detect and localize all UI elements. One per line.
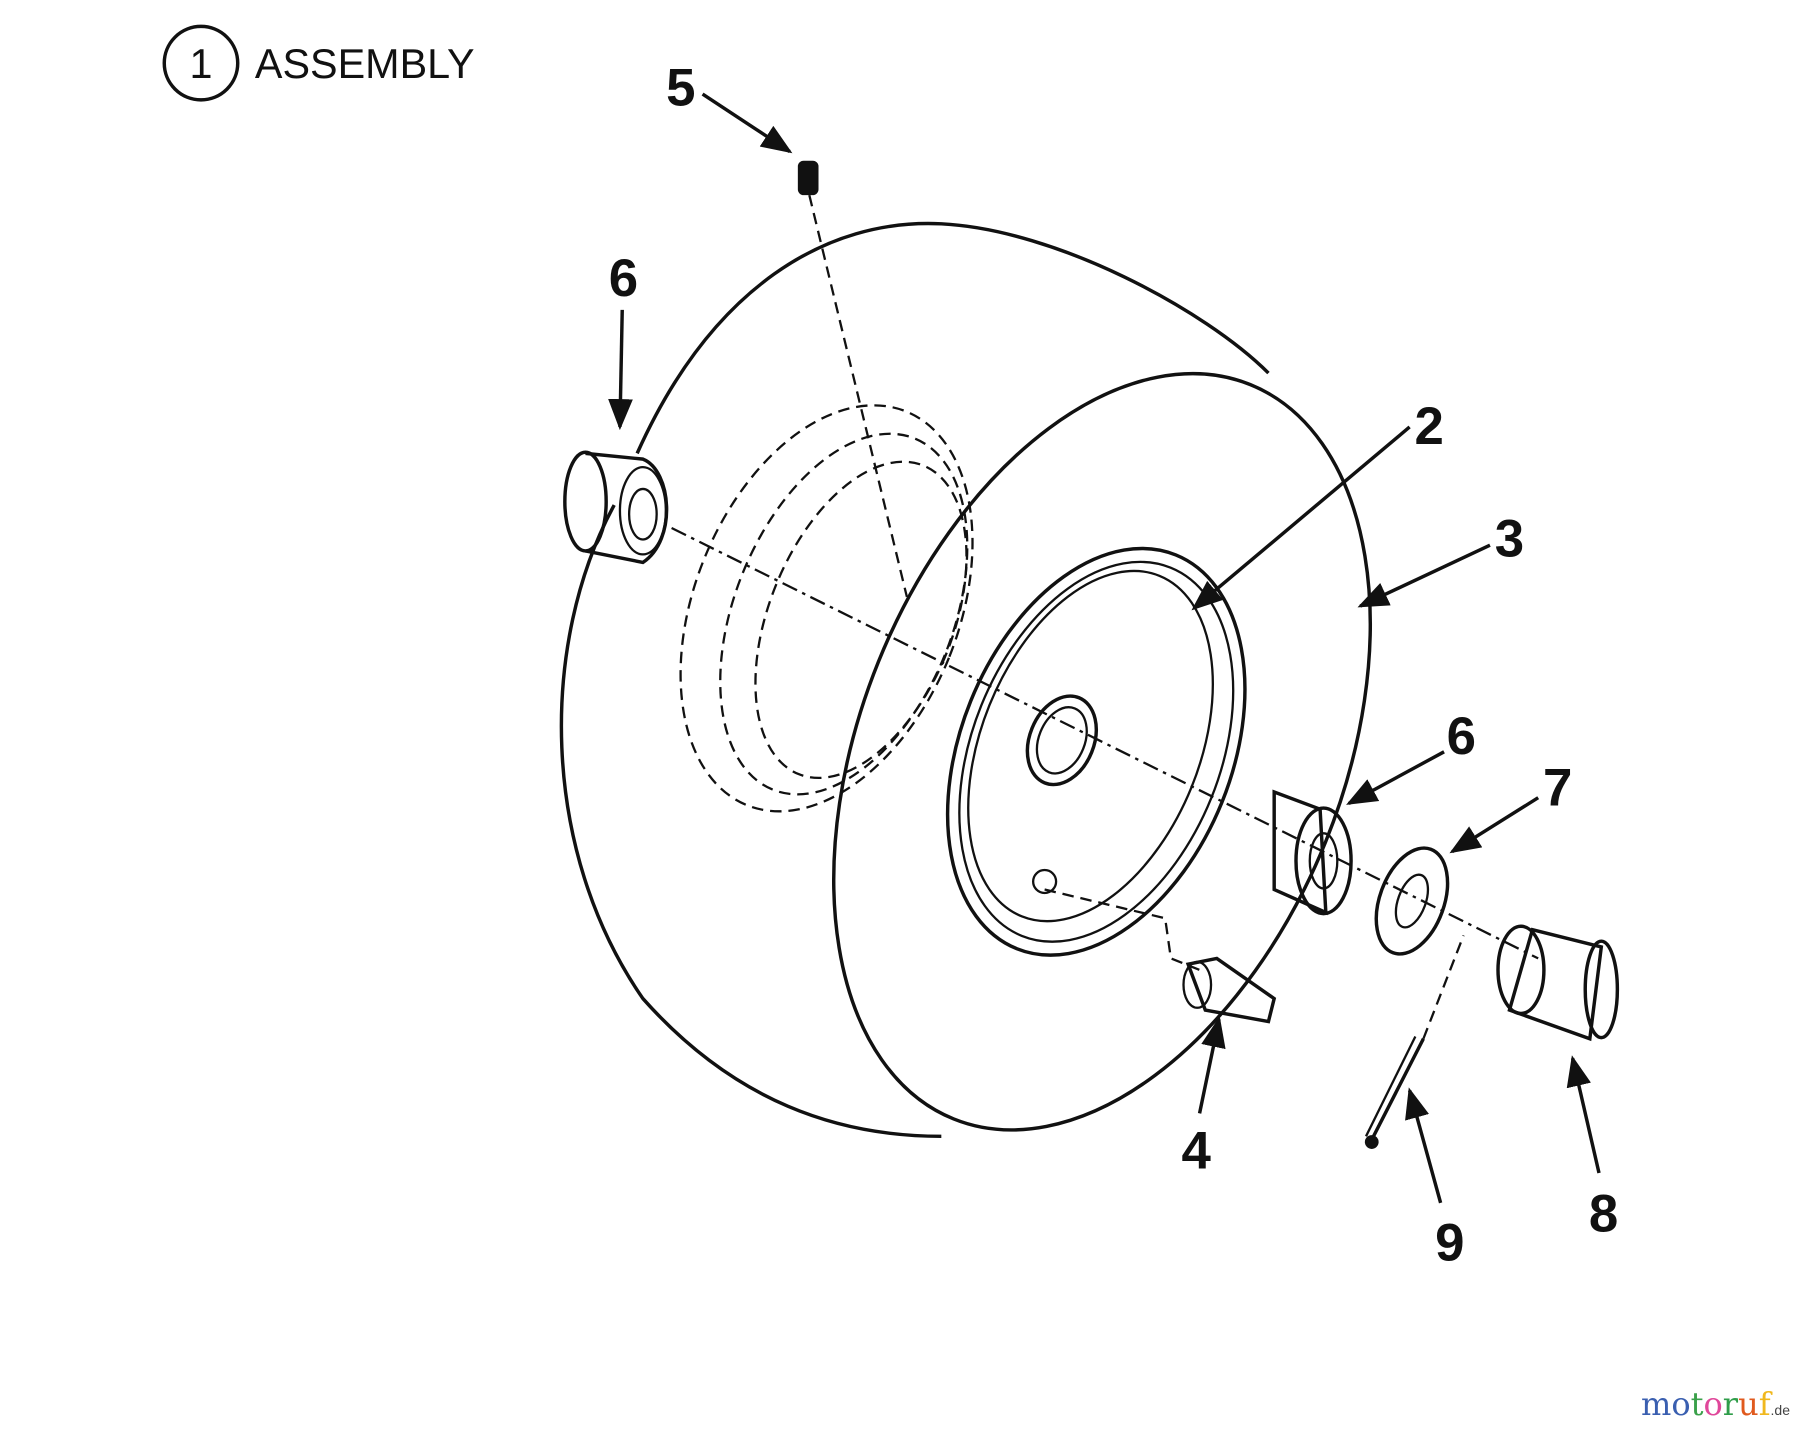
- hidden-rim-outline: [679, 404, 974, 813]
- svg-text:4: 4: [1181, 1121, 1211, 1180]
- watermark-suffix: .de: [1770, 1402, 1790, 1418]
- watermark-letter: u: [1738, 1385, 1759, 1423]
- callout-8: 8: [1566, 1055, 1618, 1244]
- svg-text:5: 5: [666, 59, 695, 118]
- svg-text:3: 3: [1495, 510, 1524, 569]
- title-text: ASSEMBLY: [255, 41, 475, 87]
- watermark-name: motoruf: [1641, 1385, 1770, 1423]
- rim: [945, 546, 1247, 957]
- item-number-circle: [162, 24, 240, 102]
- washer: [1374, 846, 1450, 956]
- svg-text:7: 7: [1543, 759, 1572, 818]
- watermark-letter: r: [1722, 1385, 1739, 1423]
- callout-2: 2: [1191, 397, 1444, 611]
- bushing-left: [563, 450, 669, 565]
- svg-text:6: 6: [609, 249, 638, 308]
- valve-stem: [1182, 956, 1277, 1024]
- callout-7: 7: [1449, 759, 1572, 854]
- callout-4: 4: [1181, 1016, 1226, 1180]
- callout-6-left: 6: [608, 249, 638, 431]
- svg-text:9: 9: [1435, 1213, 1464, 1272]
- callout-6-right: 6: [1346, 707, 1476, 805]
- watermark-letter: t: [1690, 1385, 1704, 1423]
- grease-fitting: [797, 160, 819, 196]
- item-number: 1: [190, 41, 213, 87]
- watermark-logo: motoruf.de: [1641, 1385, 1790, 1423]
- callout-3: 3: [1357, 510, 1524, 608]
- svg-text:2: 2: [1414, 397, 1443, 456]
- cap: [1496, 924, 1620, 1042]
- bushing-right: [1272, 789, 1353, 916]
- callout-5: 5: [666, 59, 793, 154]
- svg-text:8: 8: [1589, 1185, 1618, 1244]
- tire: [559, 221, 1372, 1139]
- watermark-letter: o: [1703, 1385, 1723, 1423]
- cotter-pin: [1364, 1035, 1425, 1149]
- assembly-title: 1 ASSEMBLY: [162, 24, 475, 102]
- svg-text:6: 6: [1447, 707, 1476, 766]
- watermark-letter: o: [1671, 1385, 1691, 1423]
- watermark-letter: m: [1641, 1385, 1672, 1423]
- callout-9: 9: [1405, 1087, 1464, 1272]
- watermark-letter: f: [1758, 1385, 1771, 1423]
